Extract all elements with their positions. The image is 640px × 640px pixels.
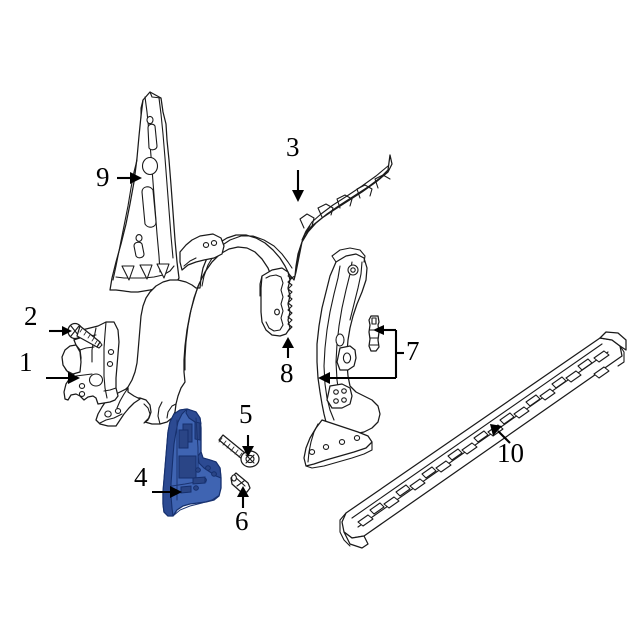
callout-label-2: 2 — [24, 301, 38, 331]
leader-1 — [46, 372, 80, 384]
part-5-long-bolt[interactable] — [218, 434, 260, 468]
leader-9 — [117, 172, 142, 184]
callout-label-7: 7 — [406, 336, 420, 366]
leader-3 — [292, 170, 304, 202]
part-6-dowel-pin[interactable] — [230, 472, 251, 493]
part-8-pillar-inner-reinforcement[interactable] — [259, 267, 293, 337]
callout-label-4: 4 — [134, 462, 148, 492]
part-7-pillar-assembly[interactable] — [303, 247, 381, 469]
part-7-clip-upper[interactable] — [368, 315, 380, 352]
callout-label-3: 3 — [286, 132, 300, 162]
leader-4 — [152, 486, 182, 498]
leader-2 — [49, 326, 72, 336]
callout-label-8: 8 — [280, 358, 294, 388]
callout-label-1: 1 — [19, 347, 33, 377]
callout-label-6: 6 — [235, 506, 249, 536]
part-9-center-pillar[interactable] — [109, 91, 180, 293]
part-10-rocker-panel[interactable] — [339, 331, 627, 549]
part-1-hinge-pillar-reinforcement[interactable] — [61, 321, 120, 405]
leader-5 — [242, 435, 254, 457]
callout-label-10: 10 — [497, 438, 524, 468]
leader-8 — [282, 337, 294, 358]
callout-label-5: 5 — [239, 399, 253, 429]
leader-7 — [318, 325, 404, 384]
leader-10 — [490, 424, 511, 444]
part-4-highlighted-reinforcement[interactable] — [162, 408, 222, 517]
leader-6 — [237, 486, 249, 508]
callout-label-9: 9 — [96, 162, 110, 192]
